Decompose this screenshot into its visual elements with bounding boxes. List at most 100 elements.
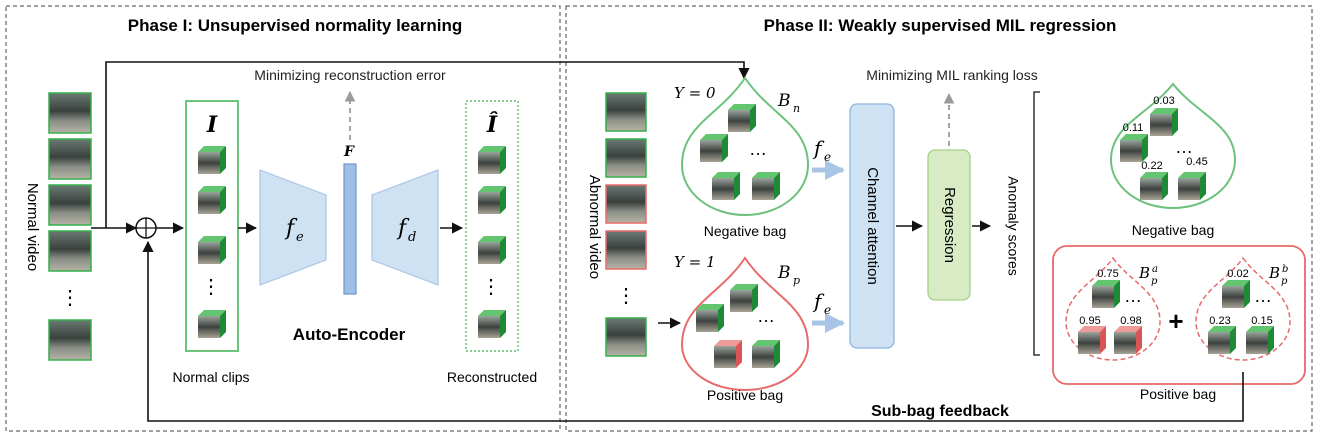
bn-label: B bbox=[777, 91, 791, 111]
recon-error-label: Minimizing reconstruction error bbox=[254, 67, 446, 83]
clip-cube bbox=[752, 340, 780, 368]
clip-cube bbox=[478, 146, 506, 174]
clip-cube bbox=[1178, 172, 1206, 200]
pos-a-score: 0.75 bbox=[1097, 268, 1118, 280]
phase2-title: Phase II: Weakly supervised MIL regressi… bbox=[764, 16, 1117, 35]
anomalous-clip-cube bbox=[1114, 326, 1142, 354]
neg-score: 0.45 bbox=[1186, 156, 1207, 168]
normal-frame bbox=[48, 184, 92, 226]
clip-cube bbox=[696, 304, 724, 332]
clip-cube bbox=[478, 236, 506, 264]
output-negative-bag-shape bbox=[1109, 82, 1237, 209]
normal-video-label: Normal video bbox=[24, 183, 41, 271]
input-clips-ellipsis: ⋮ bbox=[201, 276, 221, 298]
output-Ihat-label: Î bbox=[486, 111, 498, 138]
phase1-box bbox=[5, 5, 561, 432]
sum-operator-icon bbox=[135, 217, 157, 239]
regression-label: Regression bbox=[941, 187, 958, 263]
channel-attention-block bbox=[849, 103, 895, 349]
abnormal-frame bbox=[605, 230, 647, 270]
clip-cube bbox=[198, 236, 226, 264]
sub-bag-b-cubes bbox=[1208, 280, 1274, 354]
output-negative-dots: … bbox=[1175, 137, 1193, 157]
output-negative-bag-label: Negative bag bbox=[1132, 222, 1215, 238]
clip-cube bbox=[752, 172, 780, 200]
anomalous-clip-cube bbox=[1078, 326, 1106, 354]
abnormal-frame bbox=[605, 92, 647, 132]
clip-cube bbox=[478, 186, 506, 214]
sub-bag-b-dots: … bbox=[1254, 286, 1272, 306]
sub-bag-a-shape bbox=[1065, 256, 1161, 361]
normal-frames-ellipsis: ⋮ bbox=[60, 287, 80, 309]
channel-attention-label: Channel attention bbox=[864, 167, 881, 285]
neg-score: 0.11 bbox=[1123, 122, 1144, 134]
output-negative-cubes bbox=[1120, 108, 1206, 200]
output-positive-bag-label: Positive bag bbox=[1140, 386, 1216, 402]
neg-score: 0.22 bbox=[1141, 160, 1162, 172]
input-clip-cubes: ⋮ bbox=[198, 146, 226, 338]
encoder-subscript: e bbox=[296, 230, 304, 245]
pos-b-score: 0.02 bbox=[1227, 268, 1248, 280]
anomalous-clip-cube bbox=[714, 340, 742, 368]
scores-bracket bbox=[1033, 91, 1040, 356]
clip-cube bbox=[712, 172, 740, 200]
clip-cube bbox=[478, 310, 506, 338]
sub-bag-b-shape bbox=[1195, 256, 1291, 361]
normal-clips-label: Normal clips bbox=[172, 369, 249, 385]
sub-bag-a-dots: … bbox=[1124, 286, 1142, 306]
pos-a-score: 0.98 bbox=[1120, 315, 1141, 327]
bpb-superscript: b bbox=[1282, 264, 1288, 275]
latent-feature-bar bbox=[343, 163, 357, 295]
feature-F-label: F bbox=[343, 144, 355, 160]
clip-cube bbox=[730, 284, 758, 312]
input-I-label: I bbox=[206, 112, 218, 138]
phase1-title: Phase I: Unsupervised normality learning bbox=[128, 16, 462, 35]
pos-b-score: 0.15 bbox=[1251, 315, 1272, 327]
clip-cube bbox=[1092, 280, 1120, 308]
reconstructed-clips-box bbox=[465, 100, 519, 352]
clip-cube bbox=[198, 310, 226, 338]
reconstructed-ellipsis: ⋮ bbox=[481, 276, 501, 298]
clip-cube bbox=[1246, 326, 1274, 354]
clip-cube bbox=[728, 104, 756, 132]
encoder-block bbox=[259, 169, 327, 286]
abnormal-video-label: Abnormal video bbox=[586, 175, 603, 279]
neg-score: 0.03 bbox=[1153, 95, 1174, 107]
input-clips-box bbox=[185, 100, 239, 352]
clip-cube bbox=[1208, 326, 1236, 354]
normal-frame bbox=[48, 319, 92, 361]
fe-pos-subscript: e bbox=[824, 303, 831, 317]
negative-bag-dots: … bbox=[749, 139, 767, 159]
pos-a-score: 0.95 bbox=[1079, 315, 1100, 327]
positive-bag-shape bbox=[680, 256, 810, 391]
bp-label: B bbox=[777, 263, 791, 283]
positive-bag-dots: … bbox=[757, 306, 775, 326]
bpa-label: B bbox=[1138, 264, 1150, 282]
plus-icon: + bbox=[1168, 306, 1183, 336]
regression-block bbox=[927, 149, 971, 301]
pos-b-score: 0.23 bbox=[1209, 315, 1230, 327]
positive-bag-cubes bbox=[696, 284, 780, 368]
abnormal-frame bbox=[605, 138, 647, 178]
bpb-subscript: p bbox=[1281, 276, 1288, 287]
abnormal-frames-ellipsis: ⋮ bbox=[616, 285, 636, 307]
clip-cube bbox=[700, 134, 728, 162]
clip-cube bbox=[1222, 280, 1250, 308]
y0-label: Y = 0 bbox=[674, 84, 716, 102]
clip-cube bbox=[1140, 172, 1168, 200]
normal-frame bbox=[48, 230, 92, 272]
bpa-subscript: p bbox=[1151, 276, 1158, 287]
abnormal-video-frames: ⋮ bbox=[605, 92, 647, 357]
reconstructed-clip-cubes: ⋮ bbox=[478, 146, 506, 338]
clip-cube bbox=[1150, 108, 1178, 136]
reconstructed-label: Reconstructed bbox=[447, 369, 537, 385]
bp-subscript: p bbox=[793, 274, 800, 287]
clip-cube bbox=[198, 146, 226, 174]
decoder-block bbox=[371, 169, 439, 286]
normal-frame bbox=[48, 92, 92, 134]
negative-bag-shape bbox=[680, 76, 810, 216]
bpb-label: B bbox=[1268, 264, 1280, 282]
output-positive-bag-box bbox=[1052, 245, 1306, 385]
skip-to-negative-bag-arrow bbox=[105, 61, 750, 228]
autoencoder-label: Auto-Encoder bbox=[293, 325, 406, 344]
